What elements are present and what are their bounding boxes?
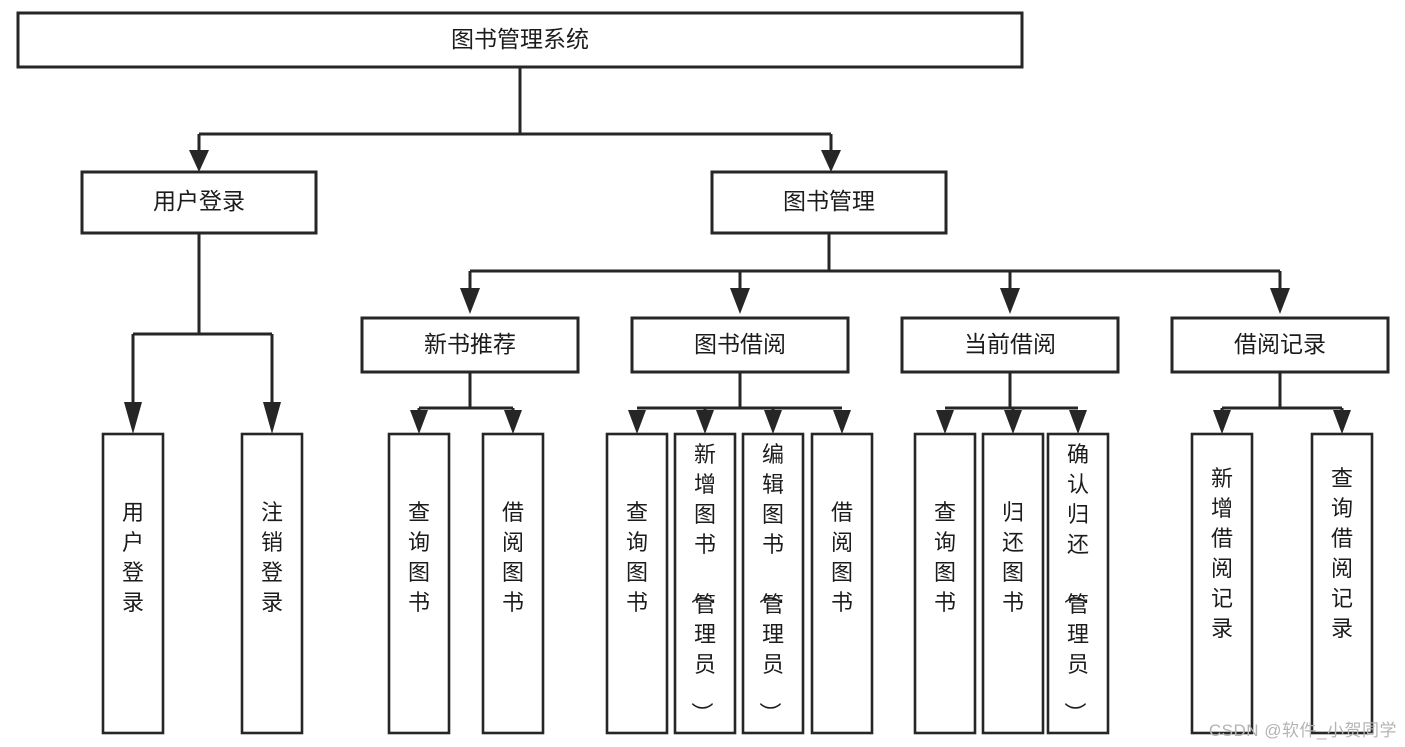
node-borrow-record-label: 借阅记录 bbox=[1234, 331, 1326, 357]
node-leaf-confirm-return-label: 确认归还（管理员） bbox=[1062, 442, 1089, 724]
node-leaf-borrow-book-1[interactable]: 借阅图书 bbox=[481, 432, 545, 735]
arrowhead-leaf-edit-book bbox=[764, 410, 782, 434]
arrowhead-borrow-record bbox=[1270, 288, 1290, 314]
arrowhead-book-borrow bbox=[730, 288, 750, 314]
arrowhead-leaf-query-book-1 bbox=[410, 410, 428, 434]
node-leaf-add-book[interactable]: 新增图书（管理员） bbox=[673, 432, 737, 735]
node-leaf-query-book-1[interactable]: 查询图书 bbox=[387, 432, 451, 735]
node-leaf-query-book-2-label: 查询图书 bbox=[626, 500, 648, 615]
node-leaf-add-book-box[interactable] bbox=[673, 432, 737, 735]
node-book-mgmt-label: 图书管理 bbox=[783, 188, 875, 214]
node-leaf-logout-box[interactable] bbox=[240, 432, 304, 735]
node-leaf-query-record-box[interactable] bbox=[1310, 432, 1374, 735]
node-leaf-add-record-label: 新增借阅记录 bbox=[1211, 466, 1233, 641]
node-leaf-add-record[interactable]: 新增借阅记录 bbox=[1190, 432, 1254, 735]
node-leaf-borrow-book-1-label: 借阅图书 bbox=[502, 500, 524, 615]
arrowhead-leaf-borrow-book-1 bbox=[504, 410, 522, 434]
node-leaf-edit-book-box[interactable] bbox=[741, 432, 805, 735]
arrowhead-new-book-rec bbox=[460, 288, 480, 314]
arrowhead-current-borrow bbox=[1000, 288, 1020, 314]
node-user-login-label: 用户登录 bbox=[153, 188, 245, 214]
node-user-login-box[interactable] bbox=[80, 170, 318, 235]
node-leaf-query-record-label: 查询借阅记录 bbox=[1331, 466, 1353, 641]
node-book-borrow-box[interactable] bbox=[630, 316, 850, 374]
node-leaf-confirm-return[interactable]: 确认归还（管理员） bbox=[1046, 432, 1110, 735]
arrowhead-leaf-query-book-3 bbox=[936, 410, 954, 434]
arrowhead-leaf-query-record bbox=[1333, 410, 1351, 434]
node-borrow-record[interactable]: 借阅记录 bbox=[1170, 316, 1390, 374]
arrowhead-book-mgmt bbox=[821, 150, 841, 172]
node-leaf-return-book[interactable]: 归还图书 bbox=[981, 432, 1045, 735]
node-leaf-query-book-1-box[interactable] bbox=[387, 432, 451, 735]
node-leaf-borrow-book-2-box[interactable] bbox=[810, 432, 874, 735]
node-leaf-return-book-label: 归还图书 bbox=[1002, 500, 1024, 615]
node-leaf-query-book-3-box[interactable] bbox=[913, 432, 977, 735]
node-leaf-add-book-label: 新增图书（管理员） bbox=[689, 442, 716, 724]
node-book-borrow[interactable]: 图书借阅 bbox=[630, 316, 850, 374]
arrowhead-leaf-logout bbox=[263, 402, 281, 434]
node-leaf-user-login-label: 用户登录 bbox=[122, 500, 144, 615]
node-leaf-query-book-3-label: 查询图书 bbox=[934, 500, 956, 615]
node-leaf-query-book-1-label: 查询图书 bbox=[408, 500, 430, 615]
node-borrow-record-box[interactable] bbox=[1170, 316, 1390, 374]
node-root[interactable]: 图书管理系统 bbox=[16, 11, 1024, 69]
node-root-label: 图书管理系统 bbox=[451, 26, 589, 52]
node-current-borrow-box[interactable] bbox=[900, 316, 1120, 374]
node-leaf-edit-book-label: 编辑图书（管理员） bbox=[757, 442, 784, 724]
connector-layer bbox=[124, 67, 1351, 434]
node-leaf-user-login[interactable]: 用户登录 bbox=[101, 432, 165, 735]
node-leaf-logout[interactable]: 注销登录 bbox=[240, 432, 304, 735]
node-leaf-borrow-book-1-box[interactable] bbox=[481, 432, 545, 735]
node-new-book-rec-box[interactable] bbox=[360, 316, 580, 374]
node-leaf-query-book-2[interactable]: 查询图书 bbox=[605, 432, 669, 735]
node-root-box[interactable] bbox=[16, 11, 1024, 69]
arrowhead-leaf-query-book-2 bbox=[628, 410, 646, 434]
node-user-login[interactable]: 用户登录 bbox=[80, 170, 318, 235]
arrowhead-leaf-return-book bbox=[1004, 410, 1022, 434]
node-leaf-query-record[interactable]: 查询借阅记录 bbox=[1310, 432, 1374, 735]
arrowhead-leaf-user-login bbox=[124, 402, 142, 434]
arrowhead-leaf-borrow-book-2 bbox=[833, 410, 851, 434]
node-current-borrow-label: 当前借阅 bbox=[964, 331, 1056, 357]
node-leaf-add-record-box[interactable] bbox=[1190, 432, 1254, 735]
node-leaf-borrow-book-2-label: 借阅图书 bbox=[831, 500, 853, 615]
arrowhead-leaf-add-book bbox=[696, 410, 714, 434]
node-book-mgmt[interactable]: 图书管理 bbox=[710, 170, 948, 235]
node-book-borrow-label: 图书借阅 bbox=[694, 331, 786, 357]
node-leaf-query-book-3[interactable]: 查询图书 bbox=[913, 432, 977, 735]
node-leaf-confirm-return-box[interactable] bbox=[1046, 432, 1110, 735]
node-current-borrow[interactable]: 当前借阅 bbox=[900, 316, 1120, 374]
node-new-book-rec[interactable]: 新书推荐 bbox=[360, 316, 580, 374]
node-leaf-logout-label: 注销登录 bbox=[261, 500, 283, 615]
node-leaf-edit-book[interactable]: 编辑图书（管理员） bbox=[741, 432, 805, 735]
node-leaf-return-book-box[interactable] bbox=[981, 432, 1045, 735]
node-book-mgmt-box[interactable] bbox=[710, 170, 948, 235]
arrowhead-user-login bbox=[189, 150, 209, 172]
node-leaf-borrow-book-2[interactable]: 借阅图书 bbox=[810, 432, 874, 735]
arrowhead-leaf-confirm-return bbox=[1069, 410, 1087, 434]
arrowhead-leaf-add-record bbox=[1213, 410, 1231, 434]
node-new-book-rec-label: 新书推荐 bbox=[424, 331, 516, 357]
node-leaf-user-login-box[interactable] bbox=[101, 432, 165, 735]
node-leaf-query-book-2-box[interactable] bbox=[605, 432, 669, 735]
